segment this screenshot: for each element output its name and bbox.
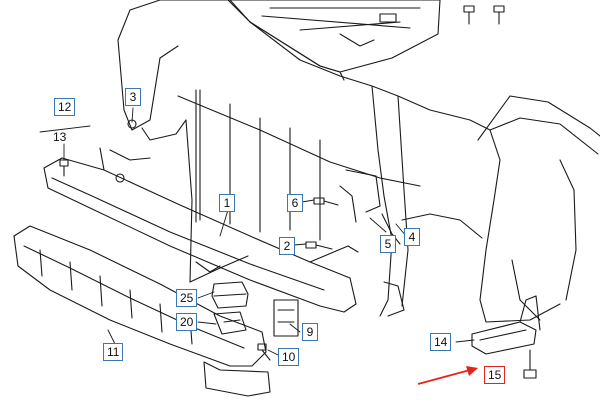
right-fender (477, 95, 600, 323)
callout-20: 20 (176, 313, 198, 331)
mounting-bracket-part-14 (471, 295, 541, 355)
callout-14: 14 (430, 333, 452, 351)
callout-9: 9 (302, 323, 318, 341)
callout-6: 6 (287, 194, 303, 212)
bracket-part-9 (273, 299, 299, 337)
radiator-support-frame (117, 0, 501, 317)
callout-5: 5 (380, 235, 396, 253)
callout-2: 2 (279, 237, 295, 255)
bumper-reinforcement-beam (43, 147, 359, 313)
callout-1: 1 (219, 194, 235, 212)
highlight-arrow (417, 366, 478, 385)
callout-11: 11 (103, 343, 124, 361)
callout-10: 10 (278, 348, 300, 366)
callout-3: 3 (125, 88, 141, 106)
control-module (211, 281, 249, 335)
callout-15: 15 (484, 366, 506, 384)
top-bolt-hardware (463, 5, 505, 25)
callout-12: 12 (54, 98, 76, 116)
screw-hardware (59, 119, 537, 379)
callout-4: 4 (404, 228, 420, 246)
callout-13: 13 (53, 130, 67, 144)
energy-absorber (13, 225, 271, 397)
callout-25: 25 (176, 289, 198, 307)
upper-cross-panel (227, 0, 441, 81)
